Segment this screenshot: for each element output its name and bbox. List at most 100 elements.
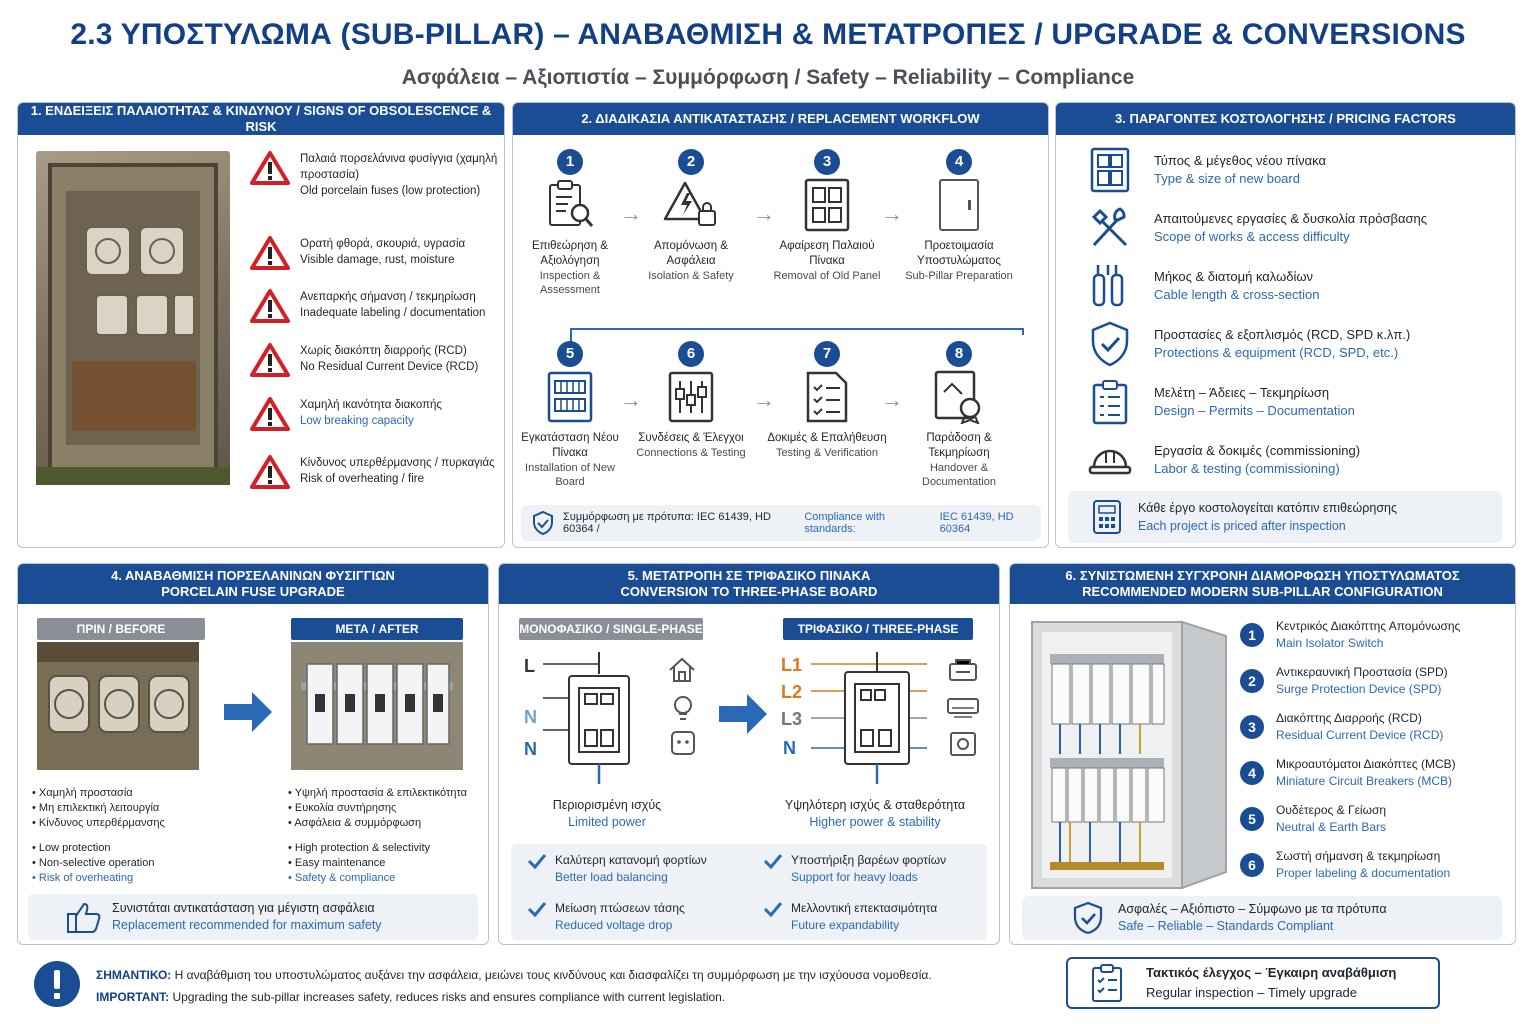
workflow-step-8: 8 Παράδοση & Τεκμηρίωση Handover & Docum… <box>899 341 1019 489</box>
panel-signs: 1. ΕΝΔΕΙΞΕΙΣ ΠΑΛΑΙΟΤΗΤΑΣ & ΚΙΝΔΥΝΟΥ / SI… <box>17 102 505 548</box>
compliance-standards: IEC 61439, HD 60364 <box>939 511 1014 535</box>
hardhat-icon <box>1088 437 1132 483</box>
page-title: 2.3 ΥΠΟΣΤΥΛΩΜΑ (SUB-PILLAR) – ΑΝΑΒΑΘΜΙΣΗ… <box>70 18 1466 51</box>
config-heading-en: RECOMMENDED MODERN SUB-PILLAR CONFIGURAT… <box>1082 584 1443 599</box>
sign-2-gr: Ανεπαρκής σήμανση / τεκμηρίωση <box>300 291 476 303</box>
important-label-gr: ΣΗΜΑΝΤΙΚΟ: <box>96 968 172 982</box>
compliance-gr: Συμμόρφωση με πρότυπα: IEC 61439, HD 603… <box>563 511 771 535</box>
machine-icon <box>946 658 980 684</box>
three-en: Higher power & stability <box>809 815 941 829</box>
config-4-en: Neutral & Earth Bars <box>1276 820 1387 834</box>
workflow-step-6: 6 Συνδέσεις & Έλεγχοι Connections & Test… <box>631 341 751 460</box>
reminder-en: Regular inspection – Timely upgrade <box>1146 985 1358 1000</box>
conversion-heading-en: CONVERSION TO THREE-PHASE BOARD <box>620 584 878 599</box>
panel-pricing-heading: 3. ΠΑΡΑΓΟΝΤΕΣ ΚΟΣΤΟΛΟΓΗΣΗΣ / PRICING FAC… <box>1056 103 1515 135</box>
benefit-0-gr: Καλύτερη κατανομή φορτίων <box>555 853 707 867</box>
sign-5-gr: Κίνδυνος υπερθέρμανσης / πυρκαγιάς <box>300 457 495 469</box>
step-number: 3 <box>814 149 840 175</box>
step-7-gr: Δοκιμές & Επαλήθευση <box>767 432 887 444</box>
workflow-connector <box>570 328 1024 345</box>
porcelain-recommendation: Συνιστάται αντικατάσταση για μέγιστη ασφ… <box>28 894 478 940</box>
benefits-box <box>511 844 987 940</box>
before-gr-0: • Χαμηλή προστασία <box>32 787 133 799</box>
benefit-1-gr: Υποστήριξη βαρέων φορτίων <box>791 853 947 867</box>
config-0-gr: Κεντρικός Διακόπτης Απομόνωσης <box>1276 619 1461 633</box>
sign-4-en: Low breaking capacity <box>300 415 414 427</box>
rec-en: Replacement recommended for maximum safe… <box>112 918 382 932</box>
connections-icon <box>631 367 751 427</box>
sign-1-gr: Ορατή φθορά, σκουριά, υγρασία <box>300 238 466 250</box>
pricing-0-en: Type & size of new board <box>1154 171 1300 186</box>
sign-3-gr: Χωρίς διακόπτη διαρροής (RCD) <box>300 345 467 357</box>
step-number: 1 <box>557 149 583 175</box>
bulb-icon <box>671 694 695 724</box>
after-en-0: • High protection & selectivity <box>288 842 431 854</box>
panel-workflow: 2. ΔΙΑΔΙΚΑΣΙΑ ΑΝΤΙΚΑΤΑΣΤΑΣΗΣ / REPLACEME… <box>512 102 1049 548</box>
single-phase-diagram <box>543 652 630 784</box>
workflow-step-7: 7 Δοκιμές & Επαλήθευση Testing & Verific… <box>767 341 887 460</box>
important-en: Upgrading the sub-pillar increases safet… <box>172 990 726 1004</box>
before-en-1: • Non-selective operation <box>32 857 155 869</box>
step-number: 2 <box>678 149 704 175</box>
three-phase-diagram <box>811 652 927 784</box>
after-gr-0: • Υψηλή προστασία & επιλεκτικότητα <box>288 787 468 799</box>
clipboard-search-icon <box>513 175 630 235</box>
panel-config-heading: 6. ΣΥΝΙΣΤΩΜΕΝΗ ΣΥΓΧΡΟΝΗ ΔΙΑΜΟΡΦΩΣΗ ΥΠΟΣΤ… <box>1010 564 1515 604</box>
warning-icon <box>250 343 290 377</box>
arrow-icon: → <box>753 201 775 226</box>
modern-breakers-photo <box>291 642 463 770</box>
before-gr-1: • Μη επιλεκτική λειτουργία <box>32 802 160 814</box>
benefit-0-en: Better load balancing <box>555 870 668 884</box>
before-en-2: • Risk of overheating <box>32 872 134 884</box>
check-icon <box>527 900 547 918</box>
checklist-icon <box>1090 963 1124 1003</box>
warning-icon <box>250 236 290 270</box>
arrow-icon: → <box>881 387 903 412</box>
config-2-en: Residual Current Device (RCD) <box>1276 728 1444 742</box>
step-6-gr: Συνδέσεις & Έλεγχοι <box>638 432 744 444</box>
pricing-note: Κάθε έργο κοστολογείται κατόπιν επιθεώρη… <box>1068 491 1502 543</box>
workflow-step-5: 5 Εγκατάσταση Νέου Πίνακα Installation o… <box>513 341 630 489</box>
step-5-en: Installation of New Board <box>525 462 615 488</box>
pricing-note-gr: Κάθε έργο κοστολογείται κατόπιν επιθεώρη… <box>1138 501 1398 515</box>
sign-1-en: Visible damage, rust, moisture <box>300 254 455 266</box>
config-heading-gr: 6. ΣΥΝΙΣΤΩΜΕΝΗ ΣΥΓΧΡΟΝΗ ΔΙΑΜΟΡΦΩΣΗ ΥΠΟΣΤ… <box>1065 568 1460 583</box>
sign-3-en: No Residual Current Device (RCD) <box>300 361 479 373</box>
pricing-note-en: Each project is priced after inspection <box>1138 519 1346 533</box>
config-1-gr: Αντικεραυνική Προστασία (SPD) <box>1276 665 1448 679</box>
line-L3: L3 <box>781 709 803 729</box>
sign-2-en: Inadequate labeling / documentation <box>300 307 486 319</box>
before-list: • Χαμηλή προστασία • Μη επιλεκτική λειτο… <box>32 786 165 886</box>
pricing-5-en: Labor & testing (commissioning) <box>1154 461 1340 476</box>
porcelain-fuses-photo <box>37 642 199 770</box>
workflow-step-2: 2 Απομόνωση & Ασφάλεια Isolation & Safet… <box>631 149 751 283</box>
step-4-gr: Προετοιμασία Υποστυλώματος <box>917 240 1001 267</box>
arrow-icon: → <box>620 387 642 412</box>
shield-check-icon <box>531 510 555 536</box>
old-sub-pillar-photo <box>36 151 230 485</box>
line-L2: L2 <box>781 682 803 702</box>
before-label: ΠΡΙΝ / BEFORE <box>37 618 205 640</box>
line-N: N <box>783 738 796 758</box>
conversion-heading-gr: 5. ΜΕΤΑΤΡΟΠΗ ΣΕ ΤΡΙΦΑΣΙΚΟ ΠΙΝΑΚΑ <box>627 568 871 583</box>
step-8-en: Handover & Documentation <box>922 462 996 488</box>
config-2-gr: Διακόπτης Διαρροής (RCD) <box>1276 711 1422 725</box>
board-icon <box>1088 147 1132 193</box>
important-label-en: IMPORTANT: <box>96 990 170 1004</box>
step-1-en: Inspection & Assessment <box>539 270 601 296</box>
checklist-icon <box>767 367 887 427</box>
step-2-gr: Απομόνωση & Ασφάλεια <box>654 240 728 267</box>
check-icon <box>527 852 547 870</box>
pricing-3-en: Protections & equipment (RCD, SPD, etc.) <box>1154 345 1399 360</box>
config-note-en: Safe – Reliable – Standards Compliant <box>1118 919 1334 933</box>
page-subtitle: Ασφάλεια – Αξιοπιστία – Συμμόρφωση / Saf… <box>401 66 1135 89</box>
pricing-0-gr: Τύπος & μέγεθος νέου πίνακα <box>1154 153 1326 168</box>
arrow-right-icon <box>222 690 274 734</box>
check-icon <box>763 900 783 918</box>
config-3-en: Miniature Circuit Breakers (MCB) <box>1276 774 1453 788</box>
